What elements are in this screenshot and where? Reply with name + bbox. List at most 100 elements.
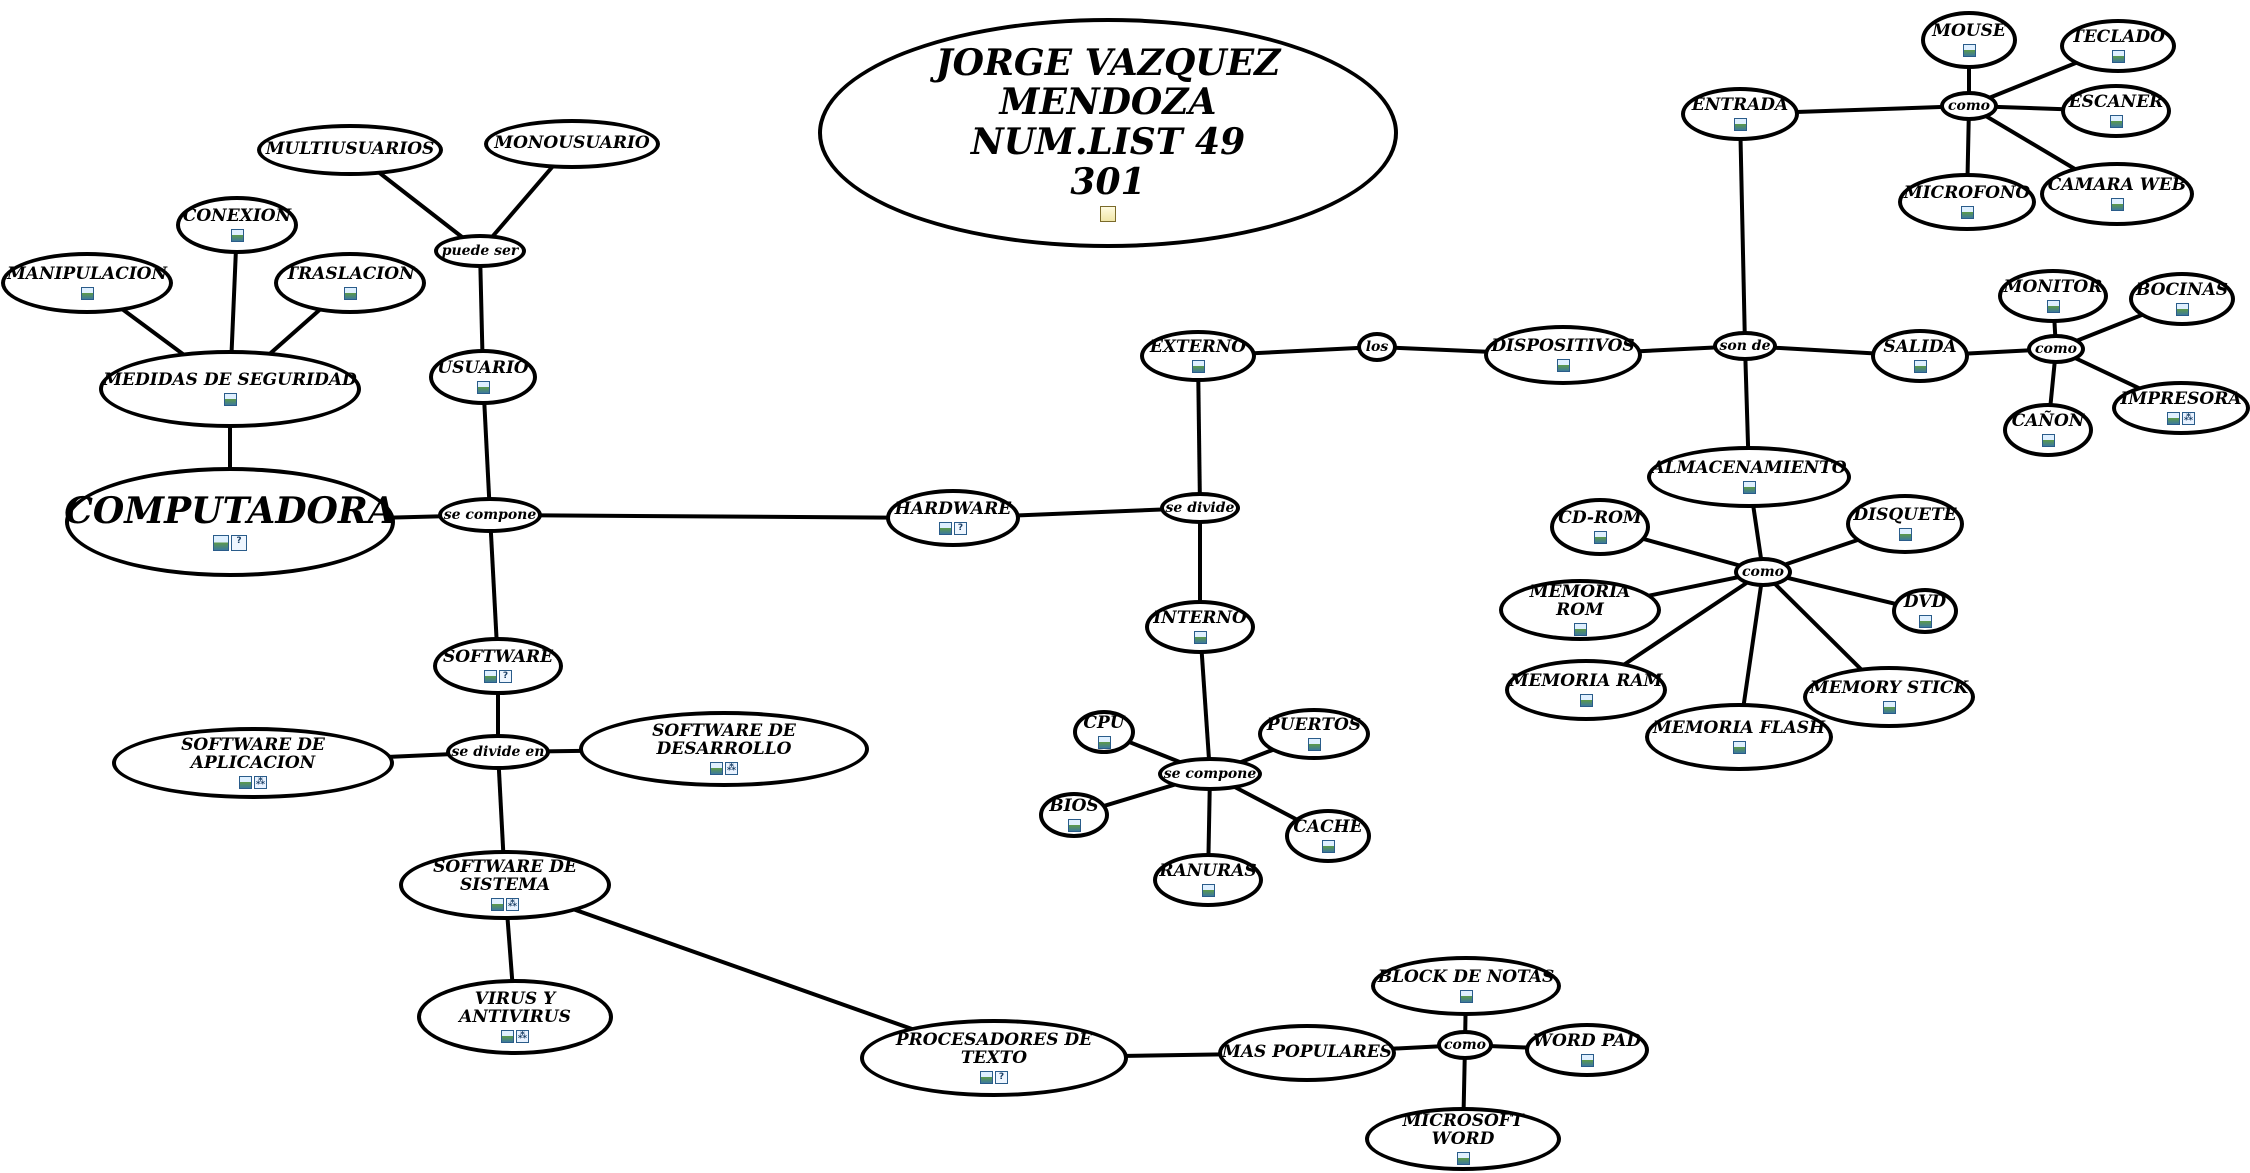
image-icon[interactable] [239,776,252,790]
image-icon[interactable] [1742,481,1756,495]
concept-node-usuario[interactable]: USUARIO [429,349,537,405]
link-node-se-divide-en[interactable]: se divide en [446,734,550,770]
image-icon[interactable] [2046,300,2060,314]
image-icon[interactable] [1579,694,1593,708]
hierarchy-icon[interactable]: ⁂ [516,1030,529,1044]
image-icon[interactable] [1067,819,1081,833]
image-icon[interactable] [213,534,229,551]
concept-node-teclado[interactable]: TECLADO [2060,19,2176,73]
image-icon[interactable] [1193,631,1207,645]
concept-node-almacenamiento[interactable]: ALMACENAMIENTO [1647,446,1851,508]
image-icon[interactable] [1913,360,1927,374]
link-node-los[interactable]: los [1357,332,1397,362]
concept-node-escaner[interactable]: ESCANER [2061,84,2171,138]
concept-node-medidas[interactable]: MEDIDAS DE SEGURIDAD [99,350,361,428]
image-icon[interactable] [1556,359,1570,373]
image-icon[interactable] [223,393,237,407]
image-icon[interactable] [343,287,357,301]
concept-node-procesadores[interactable]: PROCESADORES DE TEXTO? [860,1019,1128,1097]
concept-node-disquete[interactable]: DISQUETE [1846,494,1964,554]
image-icon[interactable] [501,1030,514,1044]
link-node-como-alm[interactable]: como [1734,557,1792,587]
image-icon[interactable] [491,898,504,912]
image-icon[interactable] [2175,303,2189,317]
concept-node-sw-sistema[interactable]: SOFTWARE DE SISTEMA⁂ [399,850,611,920]
concept-node-monousuario[interactable]: MONOUSUARIO [484,119,660,169]
concept-node-camara[interactable]: CAMARA WEB [2040,162,2194,226]
concept-node-mem-ram[interactable]: MEMORIA RAM [1505,659,1667,721]
concept-node-bocinas[interactable]: BOCINAS [2129,272,2235,326]
help-icon[interactable]: ? [499,670,512,684]
image-icon[interactable] [1580,1054,1594,1068]
image-icon[interactable] [2167,412,2180,426]
help-icon[interactable]: ? [231,534,247,551]
concept-node-ranuras[interactable]: RANURAS [1153,853,1263,907]
image-icon[interactable] [476,381,490,395]
concept-node-traslacion[interactable]: TRASLACION [274,252,426,314]
image-icon[interactable] [939,522,952,536]
image-icon[interactable] [710,762,723,776]
link-node-como-sw[interactable]: como [1437,1030,1493,1060]
image-icon[interactable] [230,229,244,243]
concept-node-cpu[interactable]: CPU [1073,710,1135,754]
concept-node-impresora[interactable]: IMPRESORA⁂ [2112,381,2250,435]
hierarchy-icon[interactable]: ⁂ [506,898,519,912]
concept-node-multiusuarios[interactable]: MULTIUSUARIOS [257,124,443,176]
concept-node-monitor[interactable]: MONITOR [1998,269,2108,323]
help-icon[interactable]: ? [995,1071,1008,1085]
concept-node-puertos[interactable]: PUERTOS [1258,708,1370,760]
image-icon[interactable] [1918,615,1932,629]
image-icon[interactable] [1593,531,1607,545]
concept-node-sw-aplicacion[interactable]: SOFTWARE DE APLICACION⁂ [112,727,394,799]
image-icon[interactable] [1456,1152,1470,1166]
image-icon[interactable] [1191,360,1205,374]
concept-node-hardware[interactable]: HARDWARE? [886,489,1020,547]
image-icon[interactable] [1733,118,1747,132]
image-icon[interactable] [1732,741,1746,755]
concept-node-ms-word[interactable]: MICROSOFT WORD [1365,1107,1561,1171]
concept-node-software[interactable]: SOFTWARE? [433,637,563,695]
concept-node-mas-populares[interactable]: MAS POPULARES [1218,1024,1396,1082]
link-node-se-compone-2[interactable]: se compone [1158,757,1262,791]
concept-node-conexion[interactable]: CONEXION [176,196,298,254]
image-icon[interactable] [2041,434,2055,448]
link-node-como-in[interactable]: como [1940,91,1998,121]
concept-node-computadora[interactable]: COMPUTADORA? [64,467,396,577]
concept-node-dvd[interactable]: DVD [1892,588,1958,634]
document-icon[interactable] [1100,206,1116,223]
concept-node-mem-rom[interactable]: MEMORIA ROM [1499,579,1661,641]
image-icon[interactable] [1097,736,1111,750]
concept-node-mouse[interactable]: MOUSE [1921,11,2017,69]
concept-node-cdrom[interactable]: CD-ROM [1550,498,1650,556]
concept-node-manipulacion[interactable]: MANIPULACION [1,252,173,314]
image-icon[interactable] [1201,884,1215,898]
image-icon[interactable] [1962,44,1976,58]
image-icon[interactable] [1882,701,1896,715]
image-icon[interactable] [2111,50,2125,64]
concept-node-block-notas[interactable]: BLOCK DE NOTAS [1371,956,1561,1016]
image-icon[interactable] [980,1071,993,1085]
image-icon[interactable] [1898,528,1912,542]
concept-node-salida[interactable]: SALIDA [1871,329,1969,383]
help-icon[interactable]: ? [954,522,967,536]
hierarchy-icon[interactable]: ⁂ [2182,412,2195,426]
concept-node-word-pad[interactable]: WORD PAD [1525,1023,1649,1077]
concept-node-cache[interactable]: CACHE [1285,809,1371,863]
concept-node-microfono[interactable]: MICROFONO [1898,173,2036,231]
image-icon[interactable] [1573,623,1587,637]
image-icon[interactable] [1960,206,1974,220]
link-node-se-divide[interactable]: se divide [1160,492,1240,524]
concept-node-externo[interactable]: EXTERNO [1140,330,1256,382]
link-node-puede-ser[interactable]: puede ser [434,234,526,268]
concept-node-sw-desarrollo[interactable]: SOFTWARE DE DESARROLLO⁂ [579,711,869,787]
concept-node-canon[interactable]: CAÑON [2003,403,2093,457]
image-icon[interactable] [484,670,497,684]
image-icon[interactable] [2110,198,2124,212]
image-icon[interactable] [2109,115,2123,129]
hierarchy-icon[interactable]: ⁂ [725,762,738,776]
link-node-son-de[interactable]: son de [1713,331,1777,361]
concept-node-virus[interactable]: VIRUS Y ANTIVIRUS⁂ [417,979,613,1055]
hierarchy-icon[interactable]: ⁂ [254,776,267,790]
concept-node-memory-stick[interactable]: MEMORY STICK [1803,666,1975,728]
